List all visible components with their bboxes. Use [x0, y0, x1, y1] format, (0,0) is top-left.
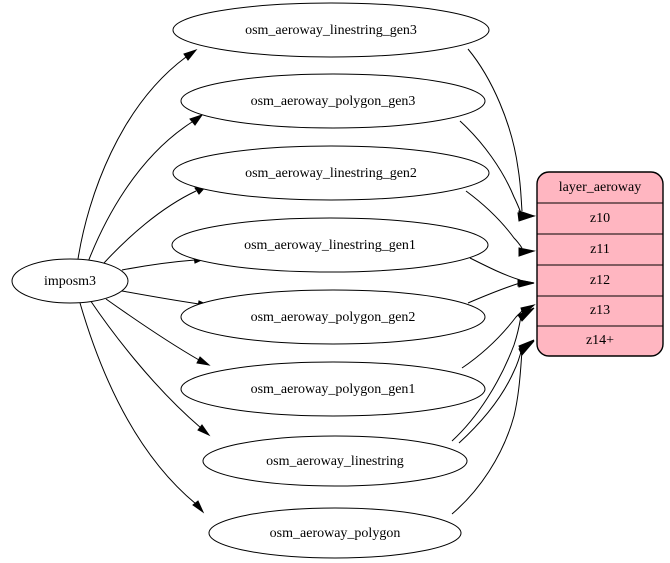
imposm3-label: imposm3 — [44, 274, 96, 289]
table-row-z12[interactable] — [537, 264, 663, 297]
edge-imposm3-to-polygon — [79, 302, 197, 505]
arrowhead-linestring-gen3 — [183, 48, 198, 61]
node-layer-aeroway-table[interactable]: layer_aeroway z10 z11 z12 z13 z14+ — [536, 171, 664, 357]
imposm3-ellipse[interactable] — [11, 258, 129, 304]
edge-linestring-gen2-to-z11 — [465, 190, 523, 249]
node-label: osm_aeroway_polygon — [270, 526, 401, 541]
edge-linestring-gen1-to-z12 — [469, 257, 521, 281]
table-row-label-z10: z10 — [590, 211, 610, 226]
edge-polygon-gen3-to-z10 — [459, 120, 522, 214]
table-row-label-z13: z13 — [590, 303, 610, 318]
arrowhead-z12-b — [518, 279, 535, 288]
table-row-z14plus[interactable] — [537, 325, 663, 356]
arrowhead-z10-b — [517, 212, 536, 222]
node-osm-aeroway-linestring-gen1[interactable]: osm_aeroway_linestring_gen1 — [171, 217, 489, 273]
table-row-z10[interactable] — [537, 202, 663, 235]
table-outer-border — [536, 171, 664, 357]
node-label: osm_aeroway_polygon_gen3 — [251, 94, 416, 109]
arrowhead-z13-b — [517, 307, 535, 322]
node-osm-aeroway-linestring[interactable]: osm_aeroway_linestring — [202, 435, 468, 487]
ellipse-shape[interactable] — [202, 435, 468, 487]
edge-imposm3-to-linestring-gen2 — [103, 190, 197, 264]
edge-polygon-gen2-to-z12 — [467, 282, 521, 304]
node-label: osm_aeroway_linestring_gen3 — [245, 23, 417, 38]
arrowhead-linestring — [197, 424, 211, 437]
arrowhead-z14-b — [518, 340, 535, 356]
arrowhead-polygon — [192, 500, 205, 514]
node-osm-aeroway-polygon[interactable]: osm_aeroway_polygon — [208, 507, 462, 559]
node-label: osm_aeroway_polygon_gen1 — [251, 382, 416, 397]
node-label: osm_aeroway_linestring_gen1 — [244, 238, 416, 253]
ellipse-shape[interactable] — [180, 73, 486, 129]
ellipse-shape[interactable] — [180, 361, 486, 417]
ellipse-shape[interactable] — [172, 2, 490, 58]
ellipse-shape[interactable] — [208, 507, 462, 559]
arrowhead-polygon-gen1 — [196, 356, 211, 366]
arrowhead-polygon-gen3 — [189, 114, 204, 126]
ellipse-shape[interactable] — [180, 289, 486, 345]
node-osm-aeroway-polygon-gen1[interactable]: osm_aeroway_polygon_gen1 — [180, 361, 486, 417]
table-row-label-z11: z11 — [590, 242, 610, 257]
edge-polygon-gen1-to-z13 — [461, 309, 524, 369]
edge-imposm3-to-linestring-gen1 — [121, 259, 196, 271]
node-label: osm_aeroway_linestring — [266, 454, 404, 469]
node-osm-aeroway-linestring-gen3[interactable]: osm_aeroway_linestring_gen3 — [172, 2, 490, 58]
edge-imposm3-to-polygon-gen2 — [121, 290, 200, 305]
edge-linestring-to-z14 — [458, 347, 523, 444]
node-osm-aeroway-polygon-gen3[interactable]: osm_aeroway_polygon_gen3 — [180, 73, 486, 129]
edge-linestring-gen3-to-z10 — [467, 48, 523, 212]
table-row-label-z14plus: z14+ — [586, 333, 614, 348]
table-header-label: layer_aeroway — [559, 180, 641, 195]
edge-linestring-to-z13 — [451, 315, 522, 442]
arrowhead-z11-a — [518, 247, 536, 257]
table-row-label-z12: z12 — [590, 273, 610, 288]
edge-imposm3-to-linestring-gen3 — [77, 56, 187, 260]
ellipse-shape[interactable] — [171, 217, 489, 273]
node-osm-aeroway-linestring-gen2[interactable]: osm_aeroway_linestring_gen2 — [172, 145, 490, 201]
edge-imposm3-to-polygon-gen1 — [105, 298, 200, 361]
edge-imposm3-to-linestring — [89, 299, 202, 429]
edge-imposm3-to-polygon-gen3 — [87, 121, 193, 263]
node-imposm3[interactable]: imposm3 — [11, 258, 129, 304]
table-row-z11[interactable] — [537, 233, 663, 266]
ellipse-shape[interactable] — [172, 145, 490, 201]
edge-polygon-to-z14 — [451, 349, 523, 515]
node-label: osm_aeroway_linestring_gen2 — [245, 166, 417, 181]
table-row-z13[interactable] — [537, 295, 663, 327]
edge-group-tables-to-layer — [451, 48, 536, 515]
node-label: osm_aeroway_polygon_gen2 — [251, 310, 416, 325]
node-osm-aeroway-polygon-gen2[interactable]: osm_aeroway_polygon_gen2 — [180, 289, 486, 345]
